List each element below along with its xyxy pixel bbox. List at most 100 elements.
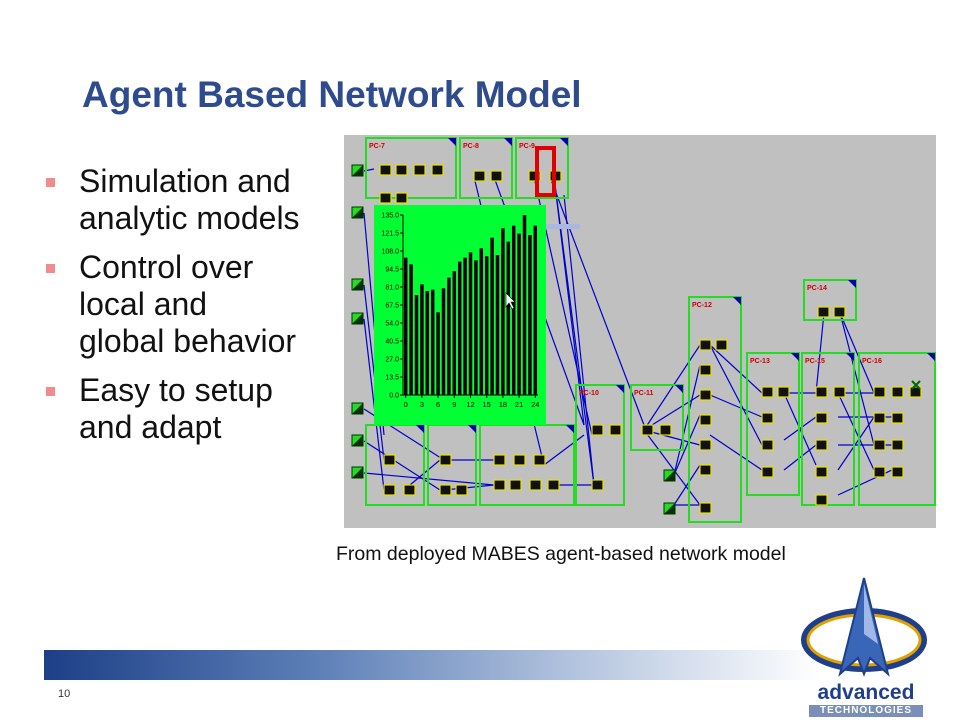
histogram-bar	[522, 215, 527, 395]
agent-node-icon[interactable]	[383, 484, 396, 496]
network-link	[837, 416, 875, 471]
agent-node-icon[interactable]	[815, 439, 828, 451]
agent-node-icon[interactable]	[715, 339, 728, 351]
pc-label: PC-7	[369, 143, 385, 150]
histogram-bar	[414, 295, 419, 395]
agent-node-icon[interactable]	[873, 466, 886, 478]
pc-label: PC-9	[519, 143, 535, 150]
agent-node-icon[interactable]	[815, 412, 828, 424]
agent-node-icon[interactable]	[609, 424, 622, 436]
network-link	[839, 312, 875, 446]
network-link	[443, 484, 495, 491]
corner-triangle-icon	[846, 353, 854, 361]
agent-node-icon[interactable]	[777, 386, 790, 398]
x-tick-label: 24	[531, 400, 539, 409]
agent-node-icon[interactable]	[699, 502, 712, 514]
x-tick-label: 0	[404, 400, 408, 409]
network-link	[643, 344, 701, 431]
agent-node-icon[interactable]	[817, 306, 830, 318]
agent-node-icon[interactable]	[699, 414, 712, 426]
network-link	[549, 176, 645, 426]
agent-node-icon[interactable]	[591, 479, 604, 491]
agent-node-icon[interactable]	[529, 479, 542, 491]
agent-node-icon[interactable]	[413, 164, 426, 176]
agent-node-icon[interactable]	[699, 339, 712, 351]
agent-node-icon[interactable]	[509, 479, 522, 491]
agent-node-icon[interactable]	[873, 439, 886, 451]
histogram-bar	[436, 312, 440, 395]
corner-triangle-icon	[675, 385, 683, 393]
close-x-icon[interactable]	[911, 380, 921, 390]
agent-node-icon[interactable]	[403, 484, 416, 496]
agent-node-icon[interactable]	[547, 479, 560, 491]
pc-container	[688, 296, 742, 523]
corner-triangle-icon	[560, 138, 568, 146]
agent-node-icon[interactable]	[439, 454, 452, 466]
agent-node-icon[interactable]	[761, 466, 774, 478]
agent-node-icon[interactable]	[815, 466, 828, 478]
screenshot-caption: From deployed MABES agent-based network …	[336, 543, 786, 565]
agent-node-icon[interactable]	[513, 454, 526, 466]
pc-container	[803, 279, 857, 321]
pc-label: PC-8	[463, 143, 479, 150]
agent-node-icon[interactable]	[379, 192, 392, 204]
agent-node-icon[interactable]	[533, 454, 546, 466]
bullet-text: Control over local and global behavior	[79, 249, 297, 359]
network-link	[709, 394, 763, 418]
agent-node-icon[interactable]	[528, 170, 541, 182]
agent-node-icon[interactable]	[761, 386, 774, 398]
agent-node-icon[interactable]	[383, 454, 396, 466]
agent-node-icon[interactable]	[909, 386, 922, 398]
agent-node-icon[interactable]	[699, 389, 712, 401]
corner-triangle-icon	[616, 385, 624, 393]
network-link	[673, 464, 701, 506]
network-link	[709, 344, 763, 394]
pc-container	[801, 352, 855, 506]
agent-node-icon[interactable]	[699, 464, 712, 476]
input-node-shade	[352, 403, 363, 414]
agent-node-icon[interactable]	[395, 192, 408, 204]
agent-node-icon[interactable]	[833, 386, 846, 398]
agent-node-icon[interactable]	[493, 479, 506, 491]
agent-node-icon[interactable]	[891, 439, 904, 451]
agent-node-icon[interactable]	[891, 412, 904, 424]
agent-node-icon[interactable]	[815, 386, 828, 398]
x-tick-label: 9	[452, 400, 456, 409]
agent-node-icon[interactable]	[873, 386, 886, 398]
agent-node-icon[interactable]	[761, 439, 774, 451]
agent-node-icon[interactable]	[659, 424, 672, 436]
pc-container	[365, 137, 457, 199]
agent-node-icon[interactable]	[833, 306, 846, 318]
agent-node-icon[interactable]	[591, 424, 604, 436]
agent-node-icon[interactable]	[641, 424, 654, 436]
agent-node-icon[interactable]	[891, 386, 904, 398]
agent-node-icon[interactable]	[379, 164, 392, 176]
agent-node-icon[interactable]	[493, 454, 506, 466]
agent-node-icon[interactable]	[455, 484, 468, 496]
agent-node-icon[interactable]	[473, 170, 486, 182]
agent-node-icon[interactable]	[699, 364, 712, 376]
histogram-bar	[430, 289, 435, 395]
agent-node-icon[interactable]	[891, 466, 904, 478]
y-tick-label: 13.5	[385, 375, 399, 382]
highlight-box	[535, 146, 556, 197]
agent-node-icon[interactable]	[439, 484, 452, 496]
bullet-item: Easy to setup and adapt	[44, 372, 344, 446]
agent-node-icon[interactable]	[699, 439, 712, 451]
pc-label: PC-12	[692, 302, 712, 309]
agent-node-icon[interactable]	[815, 494, 828, 506]
agent-node-icon[interactable]	[490, 170, 503, 182]
bullet-item: Simulation and analytic models	[44, 163, 344, 237]
histogram-chart: 135.0121.5108.094.581.067.554.040.527.01…	[374, 205, 546, 425]
pc-label: PC-10	[579, 390, 599, 397]
pc-container	[459, 137, 513, 199]
histogram-bar	[501, 228, 505, 395]
agent-node-icon[interactable]	[873, 412, 886, 424]
agent-node-icon[interactable]	[761, 412, 774, 424]
agent-node-icon[interactable]	[395, 164, 408, 176]
agent-node-icon[interactable]	[431, 164, 444, 176]
pc-label: PC-15	[805, 358, 825, 365]
network-link	[709, 434, 763, 471]
chart-bars	[403, 215, 538, 395]
